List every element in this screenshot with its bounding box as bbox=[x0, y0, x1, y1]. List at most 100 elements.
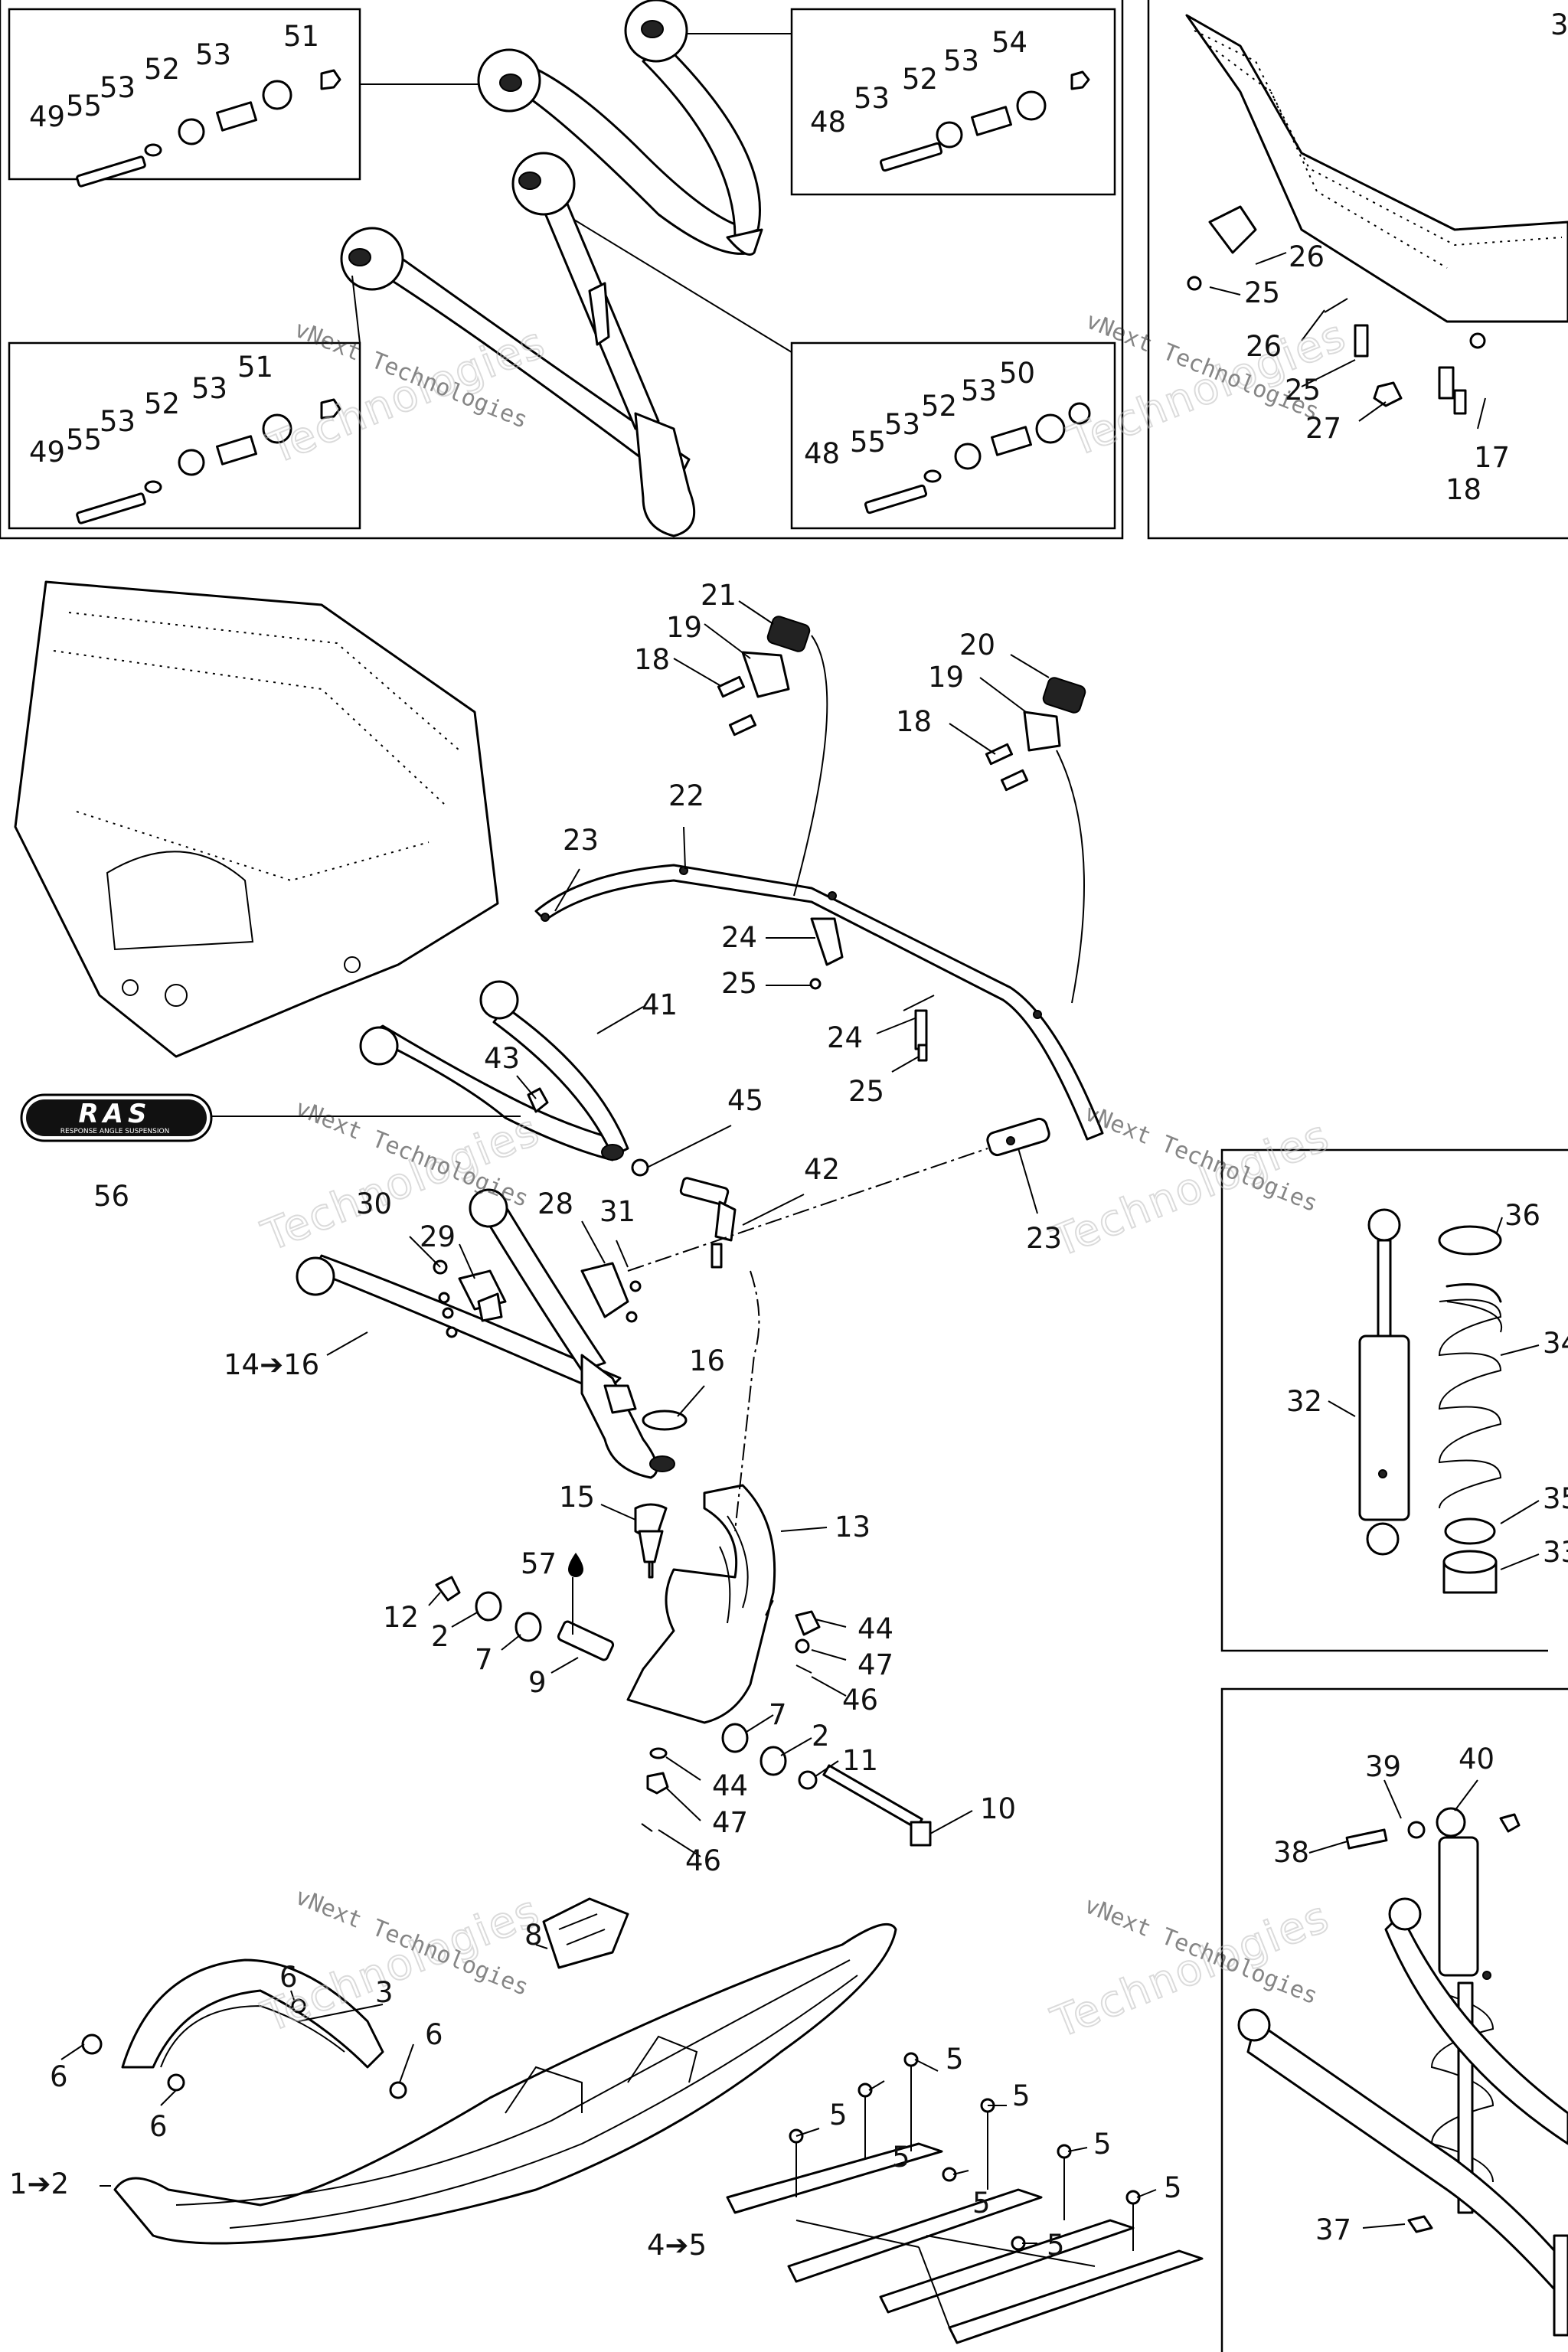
callout-5: 5 bbox=[1012, 2079, 1031, 2112]
callout-11: 11 bbox=[842, 1744, 878, 1777]
callout-41: 41 bbox=[642, 988, 678, 1021]
dash-connectors bbox=[627, 1148, 988, 1616]
callout-7: 7 bbox=[769, 1698, 787, 1731]
chassis-fragment-top-right bbox=[1185, 14, 1568, 415]
callout-53: 53 bbox=[961, 374, 997, 407]
callout-6: 6 bbox=[149, 2110, 168, 2143]
callout-2: 2 bbox=[431, 1620, 449, 1653]
spindle bbox=[435, 1484, 932, 1847]
callout-44: 44 bbox=[712, 1769, 748, 1802]
callout-44: 44 bbox=[858, 1612, 893, 1645]
callout-52: 52 bbox=[144, 53, 180, 86]
callout-6: 6 bbox=[279, 1961, 298, 1994]
callout-56: 56 bbox=[93, 1180, 129, 1213]
callout-1-2: 1➔2 bbox=[9, 2167, 69, 2200]
callout-33: 33 bbox=[1543, 1536, 1568, 1569]
main-chassis bbox=[14, 580, 499, 1058]
callout-50: 50 bbox=[999, 357, 1035, 390]
callout-24: 24 bbox=[827, 1021, 863, 1054]
callout-27: 27 bbox=[1305, 412, 1341, 445]
callout-46: 46 bbox=[842, 1684, 878, 1717]
callout-5: 5 bbox=[892, 2141, 910, 2174]
callout-48: 48 bbox=[804, 437, 840, 470]
callout-39: 39 bbox=[1365, 1750, 1401, 1783]
callout-5: 5 bbox=[972, 2187, 991, 2220]
callout-18: 18 bbox=[1446, 473, 1481, 506]
upper-a-arm-illustration bbox=[340, 0, 792, 537]
leader-lines bbox=[60, 252, 1540, 2328]
callout-19: 19 bbox=[928, 661, 964, 694]
callout-53: 53 bbox=[195, 38, 231, 71]
callout-53: 53 bbox=[854, 82, 890, 115]
callout-53: 53 bbox=[100, 405, 136, 438]
upper-a-arm-main bbox=[359, 980, 737, 1269]
callout-45: 45 bbox=[727, 1084, 763, 1117]
callout-52: 52 bbox=[902, 63, 938, 96]
callout-53: 53 bbox=[100, 71, 136, 104]
callout-55: 55 bbox=[850, 426, 886, 459]
callout-2: 2 bbox=[812, 1720, 830, 1753]
hardware-row-top-left bbox=[76, 69, 341, 188]
callout-26: 26 bbox=[1246, 330, 1282, 363]
callout-46: 46 bbox=[685, 1844, 721, 1877]
callout-23: 23 bbox=[1026, 1222, 1062, 1255]
ski bbox=[81, 1897, 897, 2245]
callout-52: 52 bbox=[921, 390, 957, 423]
callout-5: 5 bbox=[1164, 2171, 1182, 2204]
callout-53: 53 bbox=[191, 372, 227, 405]
callout-26: 26 bbox=[1289, 240, 1325, 273]
shock-installed bbox=[1237, 1807, 1568, 2337]
callout-15: 15 bbox=[559, 1481, 595, 1514]
callout-6: 6 bbox=[50, 2060, 68, 2093]
callout-52: 52 bbox=[144, 387, 180, 420]
hardware-row-mid-right bbox=[864, 402, 1091, 514]
callout-49: 49 bbox=[29, 100, 65, 133]
callout-25: 25 bbox=[1244, 276, 1280, 309]
callout-5: 5 bbox=[1047, 2229, 1065, 2262]
callout-18: 18 bbox=[896, 705, 932, 738]
callout-6: 6 bbox=[425, 2018, 443, 2051]
callout-4-5: 4➔5 bbox=[647, 2229, 707, 2262]
callout-49: 49 bbox=[29, 436, 65, 469]
drop-icon bbox=[568, 1553, 583, 1577]
callout-24: 24 bbox=[721, 921, 757, 954]
callout-53: 53 bbox=[884, 408, 920, 441]
ras-logo-subtitle: RESPONSE ANGLE SUSPENSION bbox=[60, 1128, 170, 1135]
callout-25: 25 bbox=[1285, 374, 1321, 407]
callout-29: 29 bbox=[420, 1220, 456, 1253]
callout-12: 12 bbox=[383, 1601, 419, 1634]
callout-21: 21 bbox=[701, 579, 737, 612]
callout-43: 43 bbox=[484, 1042, 520, 1075]
callout-18: 18 bbox=[634, 643, 670, 676]
callout-36: 36 bbox=[1504, 1199, 1540, 1232]
callout-17: 17 bbox=[1474, 441, 1510, 474]
callout-47: 47 bbox=[858, 1648, 893, 1681]
callout-16: 16 bbox=[689, 1344, 725, 1377]
callout-9: 9 bbox=[528, 1666, 547, 1699]
shock-absorber bbox=[1358, 1208, 1503, 1594]
ras-logo: RAS RESPONSE ANGLE SUSPENSION bbox=[20, 1093, 213, 1142]
callout-40: 40 bbox=[1459, 1743, 1494, 1775]
callout-53: 53 bbox=[943, 44, 979, 77]
callout-20: 20 bbox=[959, 629, 995, 662]
callout-30: 30 bbox=[356, 1187, 392, 1220]
callout-47: 47 bbox=[712, 1806, 748, 1839]
callout-7: 7 bbox=[475, 1643, 493, 1676]
runners bbox=[726, 2052, 1204, 2344]
callout-32: 32 bbox=[1286, 1385, 1322, 1418]
callout-51: 51 bbox=[283, 20, 319, 53]
callout-34: 34 bbox=[1543, 1327, 1568, 1360]
hardware-row-mid-left bbox=[76, 398, 341, 524]
callout-35: 35 bbox=[1543, 1482, 1568, 1515]
callout-8: 8 bbox=[524, 1919, 543, 1952]
callout-55: 55 bbox=[66, 90, 102, 122]
callout-25: 25 bbox=[848, 1075, 884, 1108]
callout-13: 13 bbox=[835, 1511, 871, 1544]
callout-42: 42 bbox=[804, 1153, 840, 1186]
callout-25: 25 bbox=[721, 967, 757, 1000]
hardware-row-top-right bbox=[879, 70, 1090, 172]
callout-19: 19 bbox=[666, 611, 702, 644]
callout-14-16: 14➔16 bbox=[224, 1348, 319, 1381]
callout-28: 28 bbox=[537, 1187, 573, 1220]
